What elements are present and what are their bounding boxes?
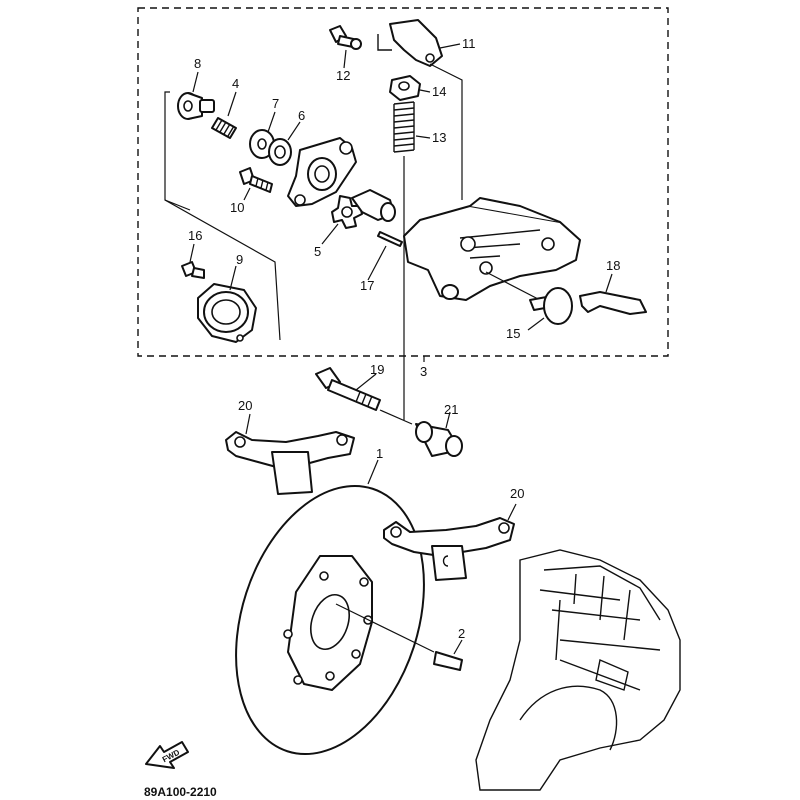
part-14-nut [389,75,431,101]
callout-18: 18 [606,258,620,273]
callout-15: 15 [506,326,520,341]
part-9-cap [197,265,257,343]
callout-11: 11 [462,36,476,51]
part-5-gear-adjuster [321,189,396,245]
callout-20-upper: 20 [238,398,252,413]
part-11-bracket [377,19,463,200]
adjuster-plate [287,137,357,207]
callout-16: 16 [188,228,202,243]
part-1-brake-disc [235,459,425,756]
part-17-pin [367,231,403,281]
part-13-spring [393,101,431,420]
callout-21: 21 [444,402,458,417]
callout-14: 14 [432,84,446,99]
part-16-screw [181,243,205,279]
caliper-body [403,197,581,301]
callout-13: 13 [432,130,446,145]
wheel-hub-outline [475,549,681,791]
fwd-arrow-icon: FWD [145,741,189,769]
callout-3: 3 [420,364,427,379]
part-8-bushing [177,71,215,120]
part-6-seal-ring [268,121,301,166]
group-bracket-left [164,91,281,341]
callout-2: 2 [458,626,465,641]
part-10-bolt [239,167,273,201]
callout-labels: 8 4 7 6 12 11 14 13 10 5 17 16 9 18 15 3… [188,36,620,641]
callout-17: 17 [360,278,374,293]
callout-7: 7 [272,96,279,111]
caliper-assembly-boundary [137,7,669,357]
part-21-collar [415,411,463,457]
part-4-threaded-pin [211,91,237,139]
callout-10: 10 [230,200,244,215]
part-12-bolt [329,25,362,69]
part-18-spring-plate [579,273,647,315]
drawing-code: 89A100-2210 [144,785,217,799]
callout-9: 9 [236,252,243,267]
callout-19: 19 [370,362,384,377]
callout-6: 6 [298,108,305,123]
part-2-key [335,603,463,671]
part-19-long-bolt [315,367,413,425]
part-20-brake-pad-lower [383,503,517,581]
part-20-brake-pad-upper [225,413,355,495]
callout-4: 4 [232,76,239,91]
callout-8: 8 [194,56,201,71]
part-15-piston [485,271,573,331]
callout-1: 1 [376,446,383,461]
part-7-washer [249,111,276,159]
callout-20-lower: 20 [510,486,524,501]
callout-12: 12 [336,68,350,83]
callout-5: 5 [314,244,321,259]
